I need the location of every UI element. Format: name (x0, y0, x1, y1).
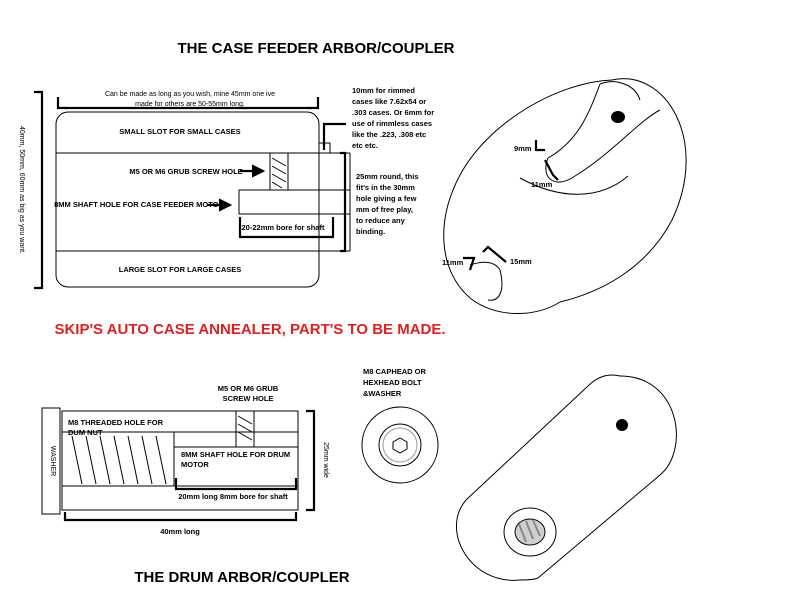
bore-label: 20-22mm bore for shaft (242, 223, 325, 232)
drum-length-label: 40mm long (160, 527, 200, 536)
svg-text:hole giving a few: hole giving a few (356, 194, 417, 203)
drum-shaft-label-1: 8MM SHAFT HOLE FOR DRUM (181, 450, 290, 459)
dim-15mm: 15mm (510, 257, 532, 266)
bolt-label-3: &WASHER (363, 389, 402, 398)
large-slot-label: LARGE SLOT FOR LARGE CASES (119, 265, 242, 274)
case-feeder-body (55, 111, 320, 288)
drum-grub-label-2: SCREW HOLE (223, 394, 274, 403)
bolt-label-2: HEXHEAD BOLT (363, 378, 422, 387)
drum-width-label: 25mm wide (322, 442, 329, 478)
bore-rectangle (238, 189, 351, 215)
drum-side-view: WASHER (41, 407, 299, 515)
annealer-main-title: SKIP'S AUTO CASE ANNEALER, PART'S TO BE … (54, 321, 445, 338)
bore-dimension-bracket (238, 217, 335, 239)
drum-isometric (456, 374, 677, 581)
dim-9mm: 9mm (514, 144, 532, 153)
rimmed-note: 10mm for rimmed cases like 7.62x54 or .3… (352, 86, 434, 150)
small-slot-label: SMALL SLOT FOR SMALL CASES (119, 127, 240, 136)
screw-hole (611, 111, 625, 123)
bolt-label-1: M8 CAPHEAD OR (363, 367, 427, 376)
svg-text:etc etc.: etc etc. (352, 141, 378, 150)
hex-socket-icon (392, 437, 408, 454)
svg-text:binding.: binding. (356, 227, 385, 236)
svg-text:mm of free play,: mm of free play, (356, 205, 413, 214)
grub-screw-label: M5 OR M6 GRUB SCREW HOLE (129, 167, 242, 176)
length-note-line2: made for others are 50-55mm long. (135, 101, 245, 108)
svg-text:25mm round, this: 25mm round, this (356, 172, 419, 181)
dim-11mm-bottom: 11mm (442, 258, 464, 267)
svg-text:use of rimmless cases: use of rimmless cases (352, 119, 432, 128)
drum-body (61, 410, 299, 511)
case-feeder-isometric (443, 78, 687, 315)
drum-grub-label-1: M5 OR M6 GRUB (218, 384, 279, 393)
svg-text:to reduce any: to reduce any (356, 216, 406, 225)
drum-shaft-label-2: MOTOR (181, 460, 209, 469)
drum-bore-bracket (174, 478, 298, 491)
length-dimension-bracket (56, 97, 320, 110)
round-dimension-bracket (340, 151, 347, 253)
svg-text:.303 cases. Or 6mm for: .303 cases. Or 6mm for (352, 108, 434, 117)
bolt-end-view (361, 406, 439, 484)
thread-lines (71, 435, 167, 485)
washer (41, 407, 61, 515)
drum-title: THE DRUM ARBOR/COUPLER (134, 569, 349, 586)
height-note: 40mm, 50mm, 60mm as big as you want. (18, 126, 25, 254)
svg-text:WASHER: WASHER (49, 446, 56, 476)
svg-text:cases like 7.62x54 or: cases like 7.62x54 or (352, 97, 426, 106)
svg-text:fit's in the 30mm: fit's in the 30mm (356, 183, 415, 192)
length-note-line1: Can be made as long as you wish, mine 45… (105, 91, 275, 98)
svg-text:10mm for rimmed: 10mm for rimmed (352, 86, 415, 95)
threaded-hole-label-2: DUM NUT (68, 428, 103, 437)
drum-grub-screw-hole (235, 410, 255, 448)
grub-screw-hole (269, 152, 289, 191)
drum-bore-label: 20mm long 8mm bore for shaft (178, 492, 288, 501)
case-feeder-title: THE CASE FEEDER ARBOR/COUPLER (178, 40, 455, 57)
svg-text:like the .223, .308 etc: like the .223, .308 etc (352, 130, 426, 139)
shaft-hole-label: 8MM SHAFT HOLE FOR CASE FEEDER MOTOR (54, 200, 224, 209)
height-dimension-bracket (34, 90, 44, 290)
drum-length-bracket (63, 512, 298, 522)
drum-screw-hole (616, 419, 628, 431)
round-note: 25mm round, this fit's in the 30mm hole … (356, 172, 419, 236)
dim-11mm-top: 11mm (531, 180, 553, 189)
drum-width-bracket (306, 409, 316, 512)
threaded-hole-label-1: M8 THREADED HOLE FOR (68, 418, 164, 427)
rimmed-note-leader (322, 122, 346, 150)
